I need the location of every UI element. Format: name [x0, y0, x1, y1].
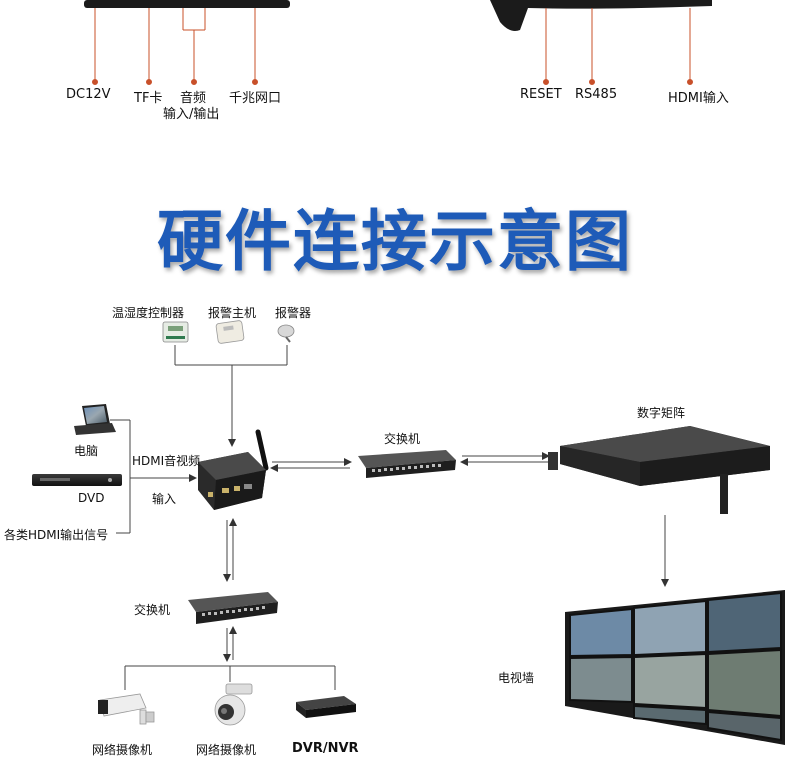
- device-bottom-right: [490, 0, 712, 31]
- label-hdmi-sources: 各类HDMI输出信号: [4, 528, 109, 542]
- video-wall-icon: [565, 590, 785, 745]
- device-bottom-left: [84, 0, 290, 8]
- port-label-audio: 音频: [180, 91, 207, 106]
- port-label-reset: RESET: [520, 87, 562, 102]
- switch-top-icon: [358, 450, 456, 478]
- label-digital-matrix: 数字矩阵: [637, 406, 686, 420]
- label-hdmi-av: HDMI音视频: [132, 454, 201, 468]
- switch-bottom-icon: [188, 592, 278, 624]
- label-switch-bottom: 交换机: [134, 603, 171, 617]
- label-video-wall: 电视墙: [498, 671, 535, 685]
- digital-matrix-icon: [548, 426, 770, 514]
- label-input: 输入: [152, 492, 177, 506]
- label-alarm: 报警器: [275, 306, 312, 320]
- label-alarm-host: 报警主机: [208, 306, 257, 320]
- label-dvd: DVD: [78, 491, 105, 505]
- hdmi-encoder-device: [198, 429, 269, 510]
- label-camera-2: 网络摄像机: [196, 743, 257, 757]
- port-label-audio-io: 输入/输出: [163, 107, 220, 122]
- dvd-player-icon: [32, 474, 122, 486]
- bullet-camera-icon: [98, 693, 155, 725]
- label-switch-top: 交换机: [384, 432, 421, 446]
- port-label-gigabit-lan: 千兆网口: [229, 91, 282, 106]
- connection-lines: [110, 345, 669, 690]
- alarm-host-icon: [215, 320, 245, 344]
- label-computer: 电脑: [74, 444, 99, 458]
- port-label-rs485: RS485: [575, 87, 618, 102]
- port-label-tf-card: TF卡: [134, 91, 163, 106]
- temp-controller-icon: [162, 321, 189, 343]
- laptop-icon: [74, 404, 116, 435]
- port-leader-lines: [92, 8, 693, 85]
- port-label-dc12v: DC12V: [66, 87, 111, 102]
- dome-camera-icon: [214, 683, 253, 726]
- alarm-icon: [277, 324, 295, 343]
- label-camera-1: 网络摄像机: [92, 743, 153, 757]
- label-dvr-nvr: DVR/NVR: [292, 741, 359, 756]
- page-title: 硬件连接示意图: [157, 203, 633, 280]
- port-label-hdmi-input: HDMI输入: [668, 91, 729, 106]
- dvr-nvr-icon: [296, 696, 356, 718]
- label-temp-controller: 温湿度控制器: [112, 306, 185, 320]
